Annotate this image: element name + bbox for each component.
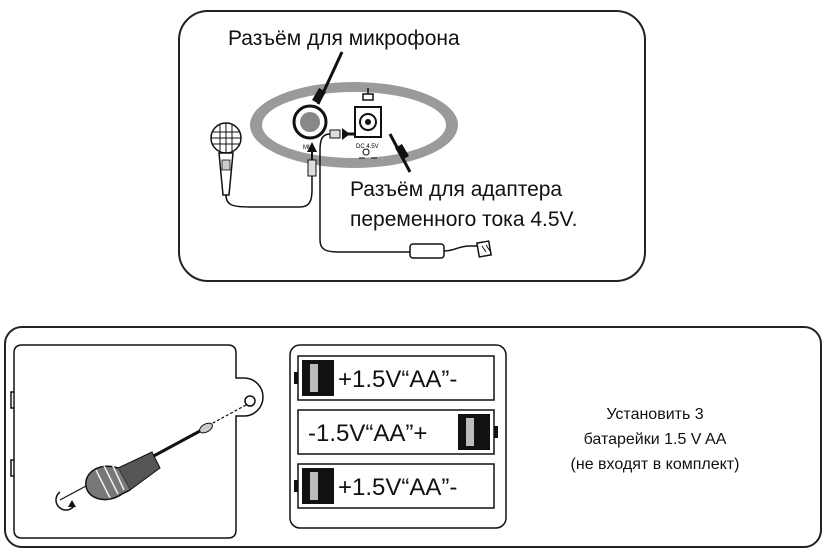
battery-instructions: Установить 3 батарейки 1.5 V AA (не вход… [530, 402, 780, 477]
battery-note-line3: (не входят в комплект) [570, 456, 740, 473]
dc-jack: DC 4.5V [354, 88, 382, 159]
battery-label: +1.5V“AA”- [338, 474, 457, 501]
battery-1: +1.5V“AA”- [294, 355, 495, 401]
battery-list: +1.5V“AA”- -1.5V“AA”+ +1.5V“AA”- [294, 355, 498, 509]
battery-label: +1.5V“AA”- [338, 366, 457, 393]
adapter-jack-label-line2: переменного тока 4.5V. [350, 208, 578, 231]
mic-jack-label: Разъём для микрофона [228, 27, 460, 50]
dc-jack-text: DC 4.5V [356, 144, 379, 150]
mic-jack: MIC [292, 104, 328, 151]
battery-note-line2: батарейки 1.5 V AA [583, 431, 727, 448]
mic-jack-text: MIC [303, 145, 315, 151]
battery-cover [10, 344, 264, 539]
battery-3: +1.5V“AA”- [294, 463, 495, 509]
mic-plug [307, 142, 317, 177]
screwdriver-icon [55, 404, 247, 511]
adapter-jack-label-line1: Разъём для адаптера [350, 178, 563, 201]
battery-label: -1.5V“AA”+ [308, 420, 427, 447]
microphone-icon [210, 122, 313, 208]
battery-note-line1: Установить 3 [606, 406, 704, 423]
ac-adapter-icon [319, 128, 492, 259]
pointer-lines [312, 51, 412, 173]
battery-2: -1.5V“AA”+ [297, 409, 498, 455]
